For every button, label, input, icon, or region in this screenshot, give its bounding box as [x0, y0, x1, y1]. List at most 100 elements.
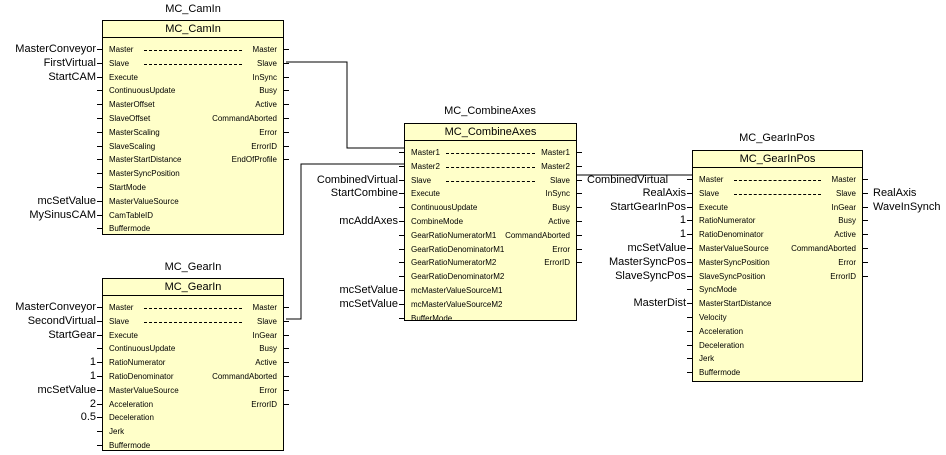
gearin-input-pin[interactable]: Acceleration: [109, 399, 154, 409]
gearinpos-input-pin[interactable]: Jerk: [699, 354, 715, 364]
camin-output-pin[interactable]: ErrorID: [251, 141, 277, 151]
combineaxes-input-pin[interactable]: Slave: [411, 175, 432, 185]
camin-input-pin[interactable]: StartMode: [109, 183, 146, 192]
combineaxes-output-pin[interactable]: ErrorID: [544, 258, 570, 268]
camin-input-pin[interactable]: MasterStartDistance: [109, 155, 182, 165]
gearin-input-pin[interactable]: ContinuousUpdate: [109, 344, 176, 354]
gearin-input-variable[interactable]: SecondVirtual: [27, 314, 96, 327]
gearin-input-pin[interactable]: Deceleration: [109, 413, 154, 423]
gearin-output-pin[interactable]: Slave: [256, 316, 277, 326]
gearinpos-output-pin[interactable]: InGear: [831, 202, 856, 212]
gearin-input-pin[interactable]: Buffermode: [109, 441, 151, 450]
camin-input-variable[interactable]: MySinusCAM: [29, 208, 96, 221]
gearinpos-input-variable[interactable]: RealAxis: [642, 186, 686, 199]
gearinpos-input-pin[interactable]: Acceleration: [699, 326, 744, 336]
gearinpos-input-variable[interactable]: 1: [679, 214, 686, 227]
combineaxes-output-pin[interactable]: Busy: [552, 203, 570, 213]
gearin-input-pin[interactable]: MasterValueSource: [109, 385, 179, 395]
gearinpos-input-variable[interactable]: MasterSyncPos: [608, 255, 686, 268]
combineaxes-input-pin[interactable]: CombineMode: [411, 217, 464, 226]
camin-input-pin[interactable]: MasterSyncPosition: [109, 169, 180, 179]
gearin-input-pin[interactable]: Master: [109, 303, 134, 312]
gearinpos-input-pin[interactable]: Deceleration: [699, 340, 744, 350]
camin-input-pin[interactable]: Slave: [109, 58, 130, 68]
camin-output-pin[interactable]: EndOfProfile: [231, 155, 277, 165]
gearin-input-pin[interactable]: Execute: [109, 330, 138, 340]
combineaxes-input-pin[interactable]: GearRatioNumeratorM1: [411, 230, 497, 240]
camin-input-pin[interactable]: SlaveScaling: [109, 141, 156, 151]
gearinpos-output-pin[interactable]: Slave: [835, 188, 856, 198]
combineaxes-input-pin[interactable]: GearRatioNumeratorM2: [411, 258, 497, 268]
gearinpos-input-variable[interactable]: MasterDist: [633, 297, 686, 310]
combineaxes-input-variable[interactable]: StartCombine: [330, 187, 398, 200]
gearin-output-pin[interactable]: InGear: [252, 330, 277, 340]
camin-input-variable[interactable]: mcSetValue: [37, 194, 97, 207]
combineaxes-output-pin[interactable]: Master1: [541, 148, 570, 157]
gearinpos-output-variable[interactable]: RealAxis: [873, 186, 917, 199]
combineaxes-input-pin[interactable]: Master2: [411, 161, 440, 171]
combineaxes-input-pin[interactable]: BufferMode: [411, 313, 453, 323]
combineaxes-input-pin[interactable]: mcMasterValueSourceM1: [411, 286, 503, 295]
gearinpos-input-pin[interactable]: RatioDenominator: [699, 230, 764, 240]
camin-input-pin[interactable]: ContinuousUpdate: [109, 86, 176, 96]
gearin-input-variable[interactable]: 2: [89, 397, 96, 410]
gearinpos-input-pin[interactable]: SlaveSyncPosition: [699, 271, 766, 281]
combineaxes-output-pin[interactable]: Active: [548, 217, 570, 226]
combineaxes-input-pin[interactable]: GearRatioDenominatorM2: [411, 272, 505, 282]
camin-output-pin[interactable]: CommandAborted: [212, 114, 277, 123]
gearin-input-pin[interactable]: Slave: [109, 316, 130, 326]
gearinpos-output-variable[interactable]: WaveInSynch: [873, 200, 941, 213]
gearin-input-variable[interactable]: MasterConveyor: [15, 301, 96, 313]
combineaxes-output-pin[interactable]: Slave: [549, 175, 570, 185]
camin-output-pin[interactable]: InSync: [252, 72, 277, 82]
camin-input-pin[interactable]: MasterScaling: [109, 127, 160, 137]
camin-input-pin[interactable]: MasterOffset: [109, 100, 155, 110]
gearinpos-input-pin[interactable]: MasterStartDistance: [699, 299, 772, 309]
gearinpos-output-pin[interactable]: ErrorID: [830, 271, 856, 281]
gearinpos-input-variable[interactable]: StartGearInPos: [610, 200, 686, 213]
combineaxes-output-pin[interactable]: Master2: [541, 161, 570, 171]
combineaxes-input-pin[interactable]: GearRatioDenominatorM1: [411, 244, 505, 254]
camin-output-pin[interactable]: Slave: [256, 58, 277, 68]
gearin-input-pin[interactable]: RatioDenominator: [109, 372, 174, 381]
camin-output-pin[interactable]: Busy: [259, 86, 277, 96]
gearin-input-variable[interactable]: StartGear: [48, 328, 96, 341]
gearinpos-output-pin[interactable]: Active: [834, 230, 856, 240]
camin-output-pin[interactable]: Active: [255, 100, 277, 110]
combineaxes-output-pin[interactable]: Error: [552, 244, 570, 254]
camin-input-pin[interactable]: Execute: [109, 72, 138, 82]
combineaxes-input-pin[interactable]: Execute: [411, 189, 440, 199]
camin-input-pin[interactable]: CamTableID: [109, 210, 154, 220]
gearin-input-pin[interactable]: RatioNumerator: [109, 358, 166, 368]
camin-input-variable[interactable]: StartCAM: [48, 70, 96, 83]
combineaxes-output-pin[interactable]: CommandAborted: [505, 230, 570, 240]
gearinpos-input-pin[interactable]: Master: [699, 175, 724, 184]
camin-input-pin[interactable]: Buffermode: [109, 224, 151, 234]
gearinpos-input-pin[interactable]: RatioNumerator: [699, 216, 756, 226]
combineaxes-input-variable[interactable]: mcSetValue: [339, 284, 399, 296]
gearinpos-input-pin[interactable]: Execute: [699, 202, 728, 212]
gearin-output-pin[interactable]: Error: [259, 385, 277, 395]
gearinpos-input-pin[interactable]: Slave: [699, 188, 720, 198]
gearinpos-output-pin[interactable]: CommandAborted: [791, 244, 856, 253]
camin-input-pin[interactable]: SlaveOffset: [109, 114, 151, 123]
gearin-output-pin[interactable]: Master: [252, 303, 277, 312]
combineaxes-input-variable[interactable]: CombinedVirtual: [316, 173, 398, 186]
gearin-output-pin[interactable]: Busy: [259, 344, 277, 354]
gearin-output-pin[interactable]: CommandAborted: [212, 372, 277, 381]
camin-input-variable[interactable]: FirstVirtual: [43, 56, 96, 69]
camin-output-pin[interactable]: Error: [259, 127, 277, 137]
gearin-input-variable[interactable]: 0.5: [80, 411, 96, 424]
gearinpos-output-pin[interactable]: Error: [838, 257, 856, 267]
gearin-input-variable[interactable]: 1: [89, 356, 96, 369]
gearin-output-pin[interactable]: Active: [255, 358, 277, 368]
camin-output-pin[interactable]: Master: [252, 45, 277, 54]
camin-input-pin[interactable]: Master: [109, 45, 134, 54]
combineaxes-input-variable[interactable]: mcSetValue: [339, 297, 399, 310]
gearin-input-variable[interactable]: mcSetValue: [37, 383, 97, 396]
gearinpos-input-pin[interactable]: MasterValueSource: [699, 244, 769, 253]
gearin-output-pin[interactable]: ErrorID: [251, 399, 277, 409]
gearin-input-variable[interactable]: 1: [89, 370, 96, 382]
